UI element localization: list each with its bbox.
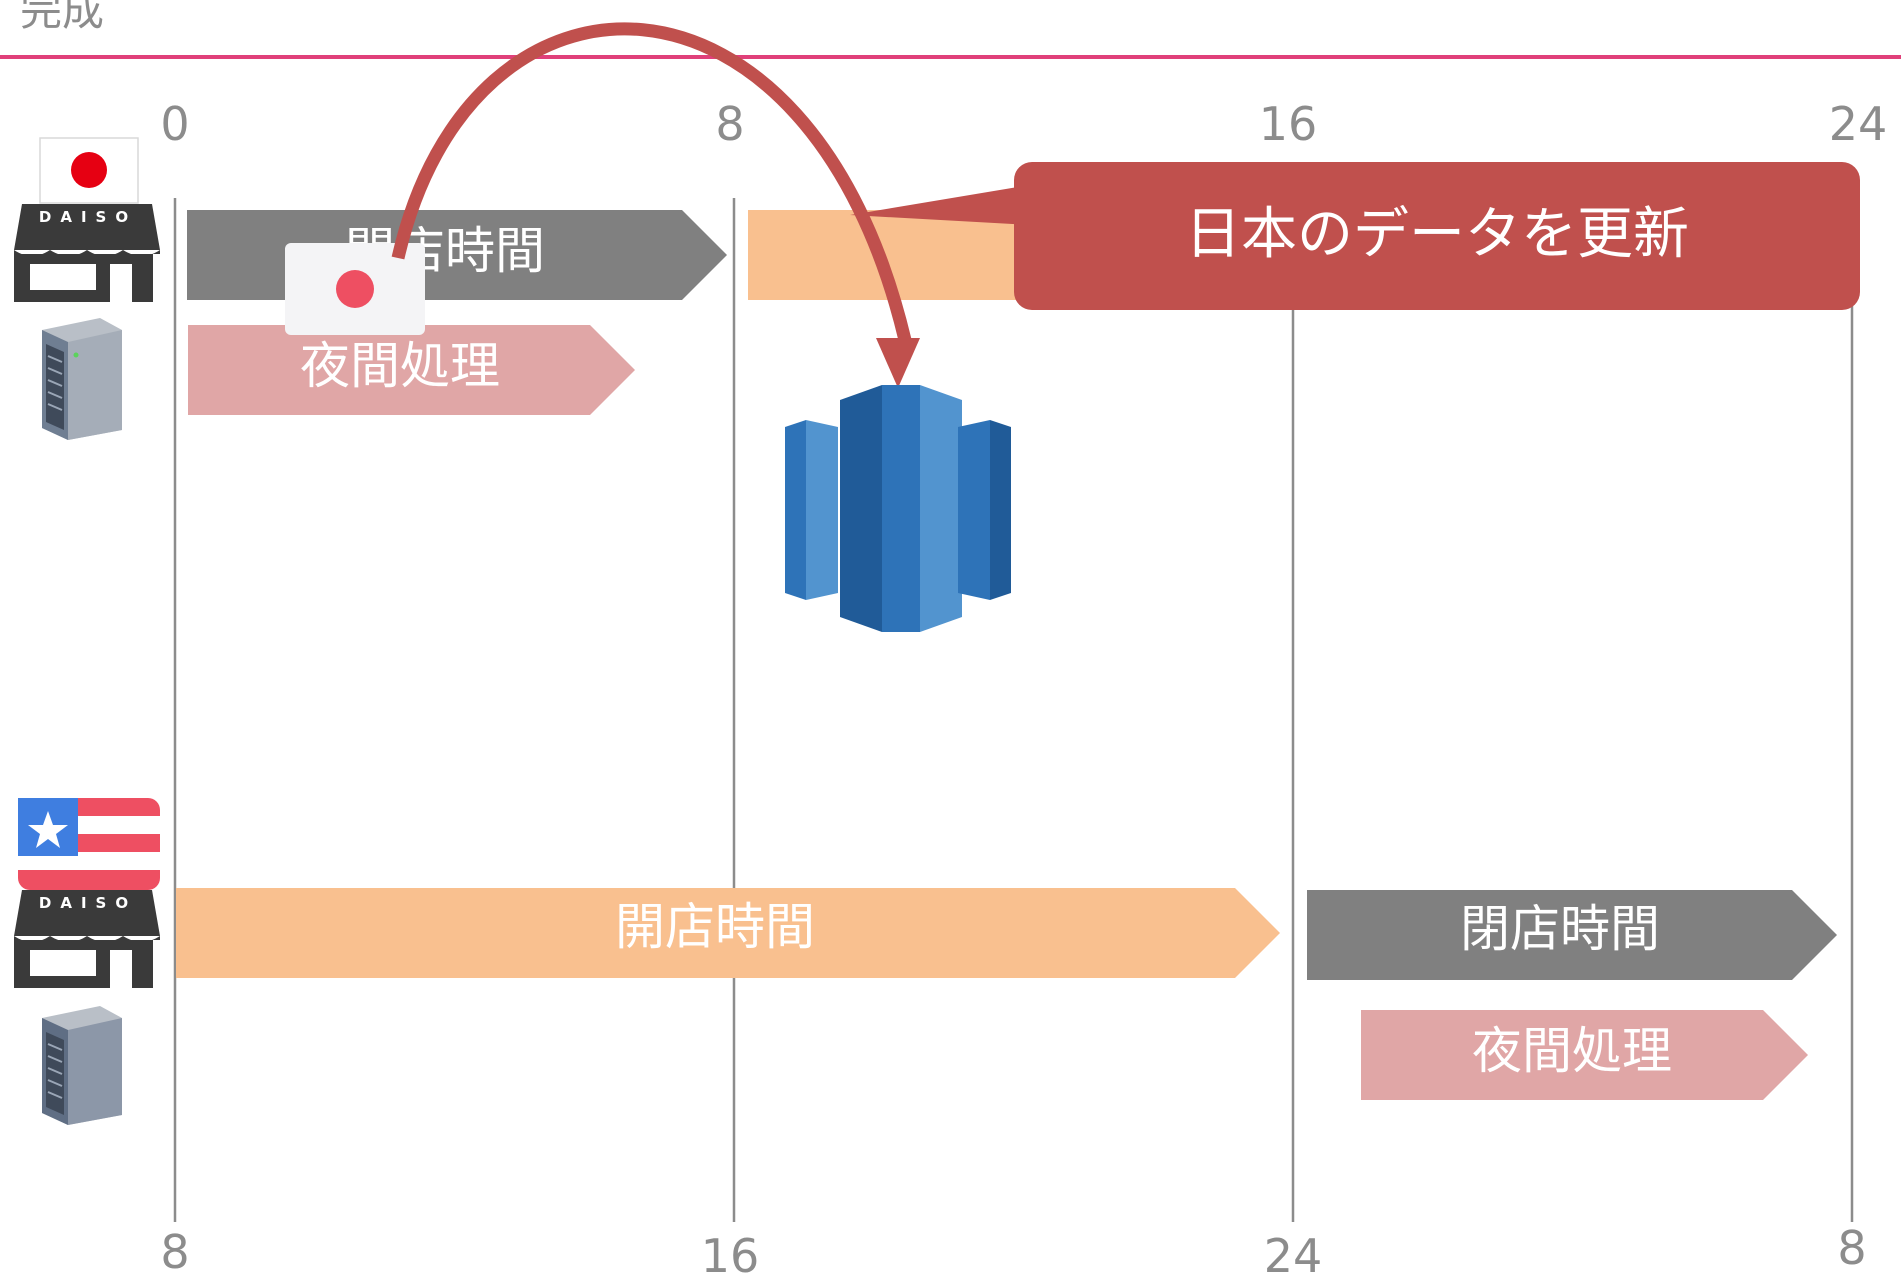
japan-flag-icon: [39, 137, 139, 204]
us-closed-hours-label: 閉店時間: [1460, 900, 1660, 958]
top-tick-1: 8: [715, 97, 744, 151]
us-nightly-label: 夜間処理: [1472, 1022, 1672, 1080]
bottom-tick-0: 8: [160, 1225, 189, 1279]
header-title: 完成: [20, 0, 104, 35]
update-callout: 日本のデータを更新: [850, 162, 1860, 310]
bottom-tick-3: 8: [1837, 1221, 1866, 1275]
top-tick-0: 0: [160, 97, 189, 151]
japan-open-bar: [748, 210, 1048, 300]
us-store-sign: DAISO: [39, 894, 137, 912]
japan-flag-card-icon: [285, 243, 425, 335]
update-arrow: [391, 22, 920, 388]
us-flag-icon: [18, 798, 160, 890]
us-open-hours-label: 開店時間: [615, 898, 815, 956]
store-sign: DAISO: [39, 208, 137, 226]
database-icon: [785, 385, 1011, 632]
japan-nightly-label: 夜間処理: [300, 337, 500, 395]
server-icon: [42, 318, 122, 440]
bottom-tick-2: 24: [1264, 1229, 1323, 1283]
us-server-icon: [42, 1006, 122, 1125]
store-icon: DAISO: [14, 204, 160, 302]
us-closed-bar: [1307, 890, 1837, 980]
top-tick-2: 16: [1259, 97, 1318, 151]
bottom-tick-1: 16: [701, 1229, 760, 1283]
top-tick-3: 24: [1829, 97, 1888, 151]
us-nightly-bar: [1361, 1010, 1808, 1100]
gridlines: [173, 198, 1854, 1222]
us-open-bar: [176, 888, 1280, 978]
callout-text: 日本のデータを更新: [1185, 202, 1689, 267]
us-store-icon: DAISO: [14, 890, 160, 988]
japan-nightly-bar: [188, 325, 635, 415]
